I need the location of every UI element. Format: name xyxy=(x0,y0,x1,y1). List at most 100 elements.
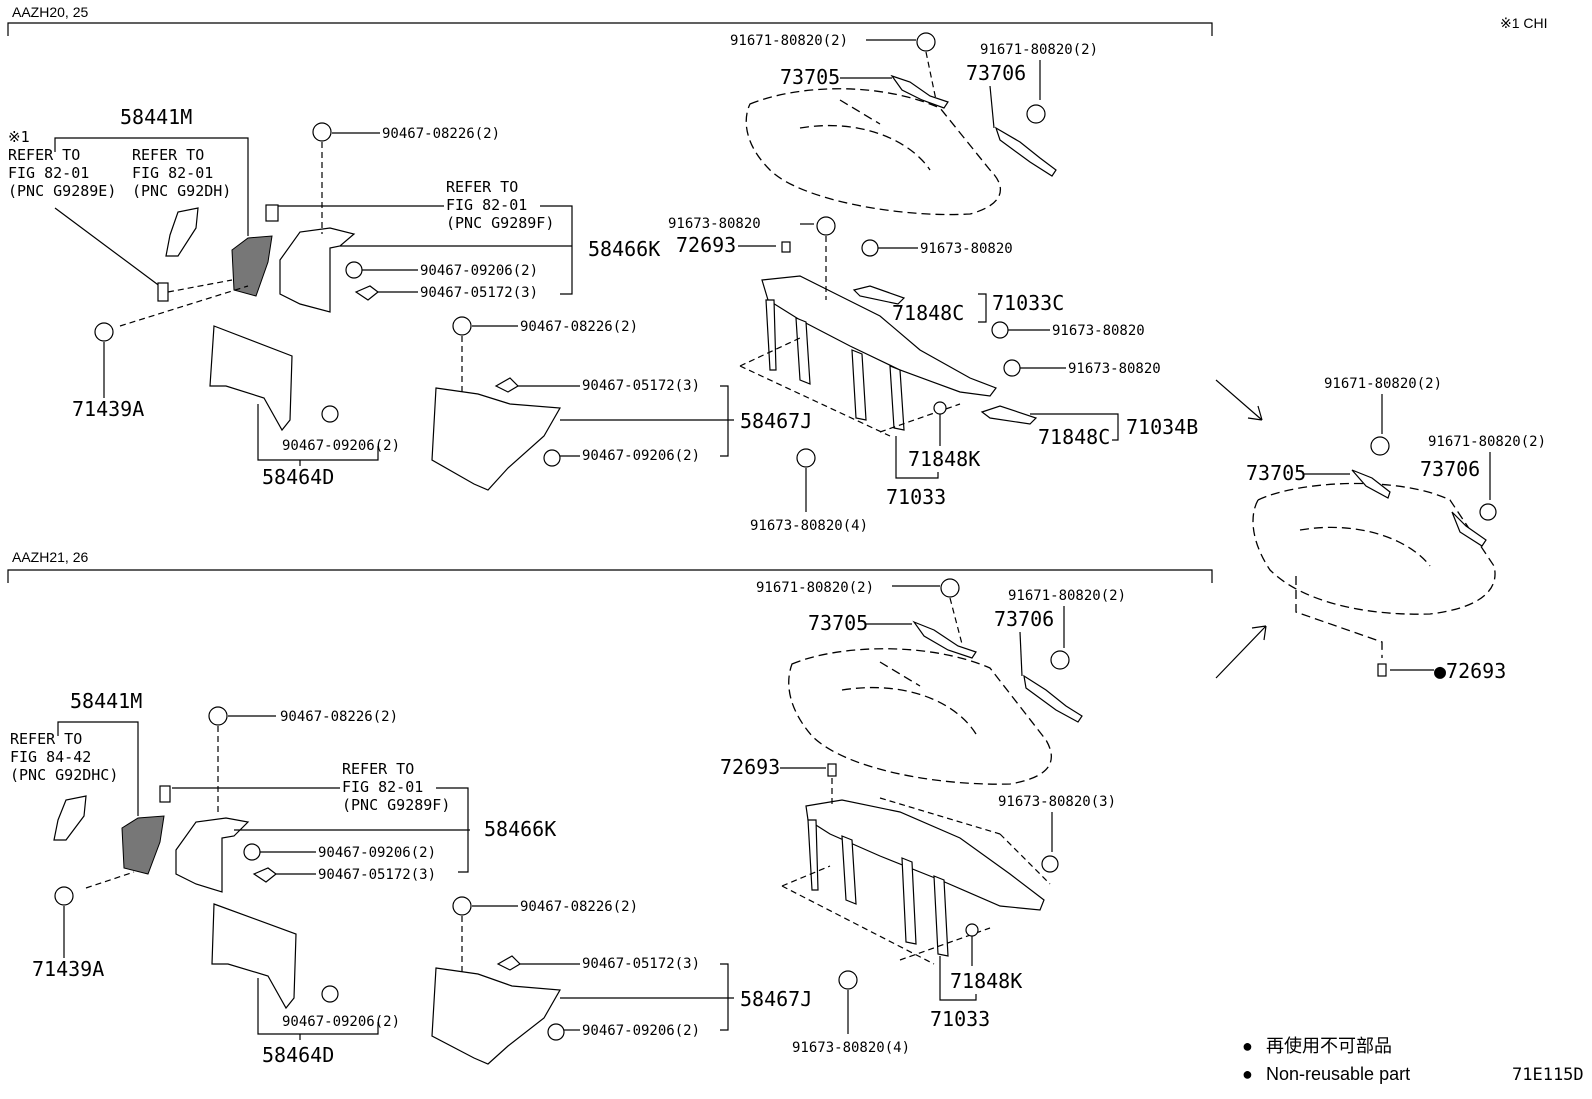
label-9167180820-t1: 91671-80820(2) xyxy=(730,33,848,49)
variant-label-bottom: AAZH21, 26 xyxy=(12,549,88,565)
ref-t1-l3: (PNC G9289E) xyxy=(8,182,116,200)
label-9046709206-b1: 90467-09206(2) xyxy=(318,845,436,861)
ref-t2-l3: (PNC G92DH) xyxy=(132,182,231,200)
legend-jp: 再使用不可部品 xyxy=(1266,1036,1392,1056)
part-58467j-bottom xyxy=(431,967,561,1065)
label-9167380820-4-bottom: 91673-80820(4) xyxy=(792,1040,910,1056)
trim-piece-g92dhc xyxy=(53,795,87,841)
label-9046709206-b3: 90467-09206(2) xyxy=(582,1023,700,1039)
legend-bullet-en: ● xyxy=(1242,1064,1253,1084)
label-73705-bottom: 73705 xyxy=(808,611,868,635)
ref-b1-l3: (PNC G92DHC) xyxy=(10,766,118,784)
label-71848c-t1: 71848C xyxy=(892,301,964,325)
seat-frame-71033-bottom xyxy=(805,799,1045,911)
part-58466k-bottom xyxy=(175,817,250,893)
label-73706-top: 73706 xyxy=(966,61,1026,85)
trim-piece-g92dh xyxy=(165,207,199,257)
label-71033-top: 71033 xyxy=(886,485,946,509)
ref-t1-l1: REFER TO xyxy=(8,146,80,164)
label-9046708226-t2: 90467-08226(2) xyxy=(520,319,638,335)
section-bracket-bottom xyxy=(7,569,1213,583)
part-58464d-top xyxy=(209,325,293,432)
label-9167180820-t2: 91671-80820(2) xyxy=(980,42,1098,58)
seat-cushion-common xyxy=(1252,482,1496,615)
ref-b3-l3: (PNC G9289F) xyxy=(342,796,450,814)
bracket-58441m-top xyxy=(54,137,249,236)
ref-b3-l1: REFER TO xyxy=(342,760,414,778)
label-9046709206-t3: 90467-09206(2) xyxy=(582,448,700,464)
label-58466k-top: 58466K xyxy=(588,237,660,261)
legend-en: Non-reusable part xyxy=(1266,1064,1410,1084)
label-58464d-top: 58464D xyxy=(262,465,334,489)
label-9046708226-b1: 90467-08226(2) xyxy=(280,709,398,725)
ref-t3-l1: REFER TO xyxy=(446,178,518,196)
label-9167180820-b1: 91671-80820(2) xyxy=(756,580,874,596)
label-72693-nonreusable: ●72693 xyxy=(1434,659,1506,683)
label-9167180820-b2: 91671-80820(2) xyxy=(1008,588,1126,604)
label-9046708226-t1: 90467-08226(2) xyxy=(382,126,500,142)
part-58441m-bottom xyxy=(121,815,165,875)
label-58466k-bottom: 58466K xyxy=(484,817,556,841)
part-58464d-bottom xyxy=(211,903,297,1010)
label-58467j-bottom: 58467J xyxy=(740,987,812,1011)
label-9167380820-4-top: 91673-80820(4) xyxy=(750,518,868,534)
label-9046705172-t1: 90467-05172(3) xyxy=(420,285,538,301)
arrow-up-right xyxy=(1215,625,1267,679)
part-58441m-top xyxy=(231,235,273,297)
label-9046705172-t2: 90467-05172(3) xyxy=(582,378,700,394)
label-71848c-t2: 71848C xyxy=(1038,425,1110,449)
label-73706-bottom: 73706 xyxy=(994,607,1054,631)
label-72693-bottom: 72693 xyxy=(720,755,780,779)
label-9167380820-t1: 91673-80820 xyxy=(668,216,761,232)
ref-b1-l2: FIG 84-42 xyxy=(10,748,91,766)
ref-t3-l2: FIG 82-01 xyxy=(446,196,527,214)
label-58441m-bottom: 58441M xyxy=(70,689,142,713)
seat-frame-71033-top xyxy=(761,275,997,397)
label-9167180820-r2: 91671-80820(2) xyxy=(1428,434,1546,450)
label-71848k-top: 71848K xyxy=(908,447,980,471)
note-mark: ※1 xyxy=(8,128,30,146)
label-73706-right: 73706 xyxy=(1420,457,1480,481)
ref-t3-l3: (PNC G9289F) xyxy=(446,214,554,232)
diagram-id: 71E115D xyxy=(1512,1065,1584,1085)
label-9167380820-t2: 91673-80820 xyxy=(920,241,1013,257)
legend-bullet-jp: ● xyxy=(1242,1036,1253,1056)
seat-cushion-top xyxy=(745,88,1002,216)
ref-t2-l1: REFER TO xyxy=(132,146,204,164)
label-9046709206-t1: 90467-09206(2) xyxy=(420,263,538,279)
label-73705-right: 73705 xyxy=(1246,461,1306,485)
ref-t2-l2: FIG 82-01 xyxy=(132,164,213,182)
label-9167180820-r1: 91671-80820(2) xyxy=(1324,376,1442,392)
part-58467j-top xyxy=(431,387,561,491)
label-71439a-top: 71439A xyxy=(72,397,144,421)
clip-g9289e xyxy=(157,282,169,302)
label-71033-bottom: 71033 xyxy=(930,1007,990,1031)
label-9046708226-b2: 90467-08226(2) xyxy=(520,899,638,915)
ref-t1-l2: FIG 82-01 xyxy=(8,164,89,182)
label-71034b: 71034B xyxy=(1126,415,1198,439)
label-9046705172-b2: 90467-05172(3) xyxy=(582,956,700,972)
note-chi: ※1 CHI xyxy=(1500,15,1548,31)
label-9046709206-b2: 90467-09206(2) xyxy=(282,1014,400,1030)
clip-71439a-bottom xyxy=(54,886,74,906)
label-58464d-bottom: 58464D xyxy=(262,1043,334,1067)
label-9046709206-t2: 90467-09206(2) xyxy=(282,438,400,454)
label-71848k-bottom: 71848K xyxy=(950,969,1022,993)
label-9046705172-b1: 90467-05172(3) xyxy=(318,867,436,883)
label-58467j-top: 58467J xyxy=(740,409,812,433)
variant-label-top: AAZH20, 25 xyxy=(12,4,88,20)
part-58466k-top xyxy=(279,227,356,313)
label-9167380820-t4: 91673-80820 xyxy=(1068,361,1161,377)
label-71439a-bottom: 71439A xyxy=(32,957,104,981)
clip-71439a-top xyxy=(94,322,114,342)
label-9167380820-t3: 91673-80820 xyxy=(1052,323,1145,339)
clip-08226-top xyxy=(312,122,332,142)
ref-b1-l1: REFER TO xyxy=(10,730,82,748)
section-bracket-top xyxy=(7,22,1213,36)
arrow-down-right xyxy=(1215,379,1263,421)
ref-b3-l2: FIG 82-01 xyxy=(342,778,423,796)
label-9167380820-3: 91673-80820(3) xyxy=(998,794,1116,810)
label-72693-top: 72693 xyxy=(676,233,736,257)
